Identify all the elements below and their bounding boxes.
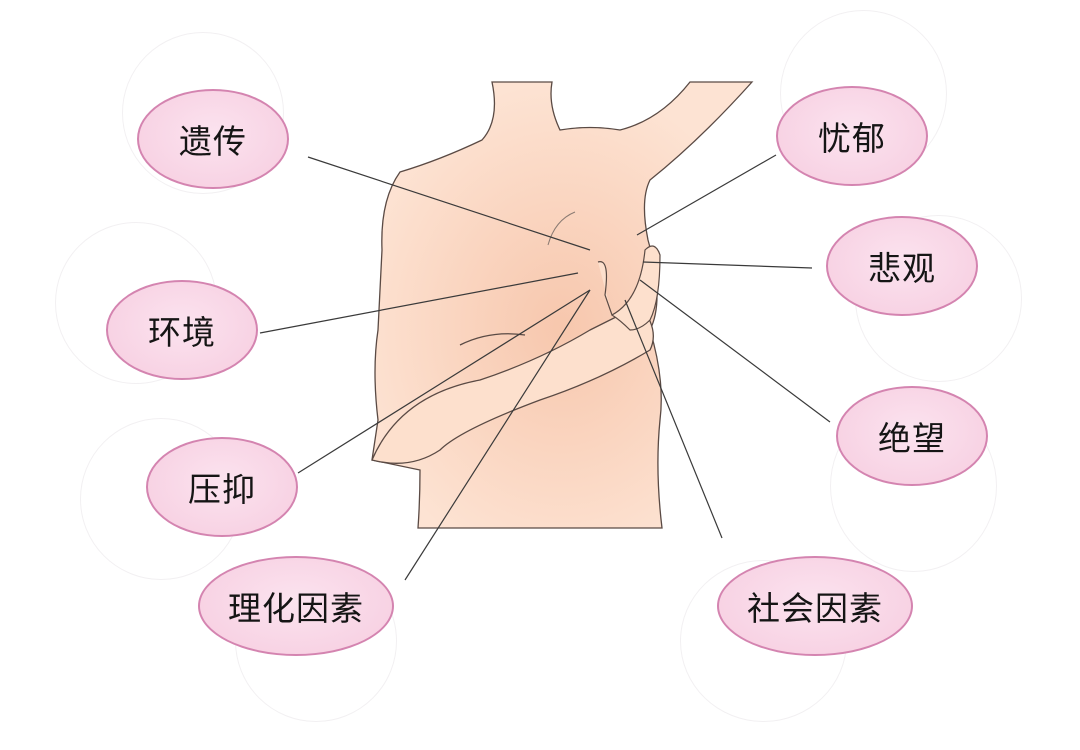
hand [597, 245, 661, 331]
label-heredity: 遗传 [137, 89, 289, 189]
label-text: 忧郁 [818, 119, 886, 158]
label-text: 绝望 [878, 419, 946, 458]
label-text: 悲观 [868, 249, 936, 288]
label-physicochemical: 理化因素 [198, 556, 394, 656]
label-pessimism: 悲观 [826, 216, 978, 316]
label-text: 社会因素 [747, 589, 883, 628]
label-despair: 绝望 [836, 386, 988, 486]
label-text: 环境 [148, 313, 216, 352]
ghost-circle [122, 32, 284, 194]
forearm [371, 304, 654, 464]
breast-line [547, 211, 576, 246]
label-repression: 压抑 [146, 437, 298, 537]
label-text: 压抑 [188, 470, 256, 509]
label-text: 理化因素 [228, 589, 364, 628]
label-melancholy: 忧郁 [776, 86, 928, 186]
label-environment: 环境 [106, 280, 258, 380]
label-text: 遗传 [179, 122, 247, 161]
label-social: 社会因素 [717, 556, 913, 656]
connector-lines [259, 154, 831, 581]
torso-shape [371, 81, 754, 529]
